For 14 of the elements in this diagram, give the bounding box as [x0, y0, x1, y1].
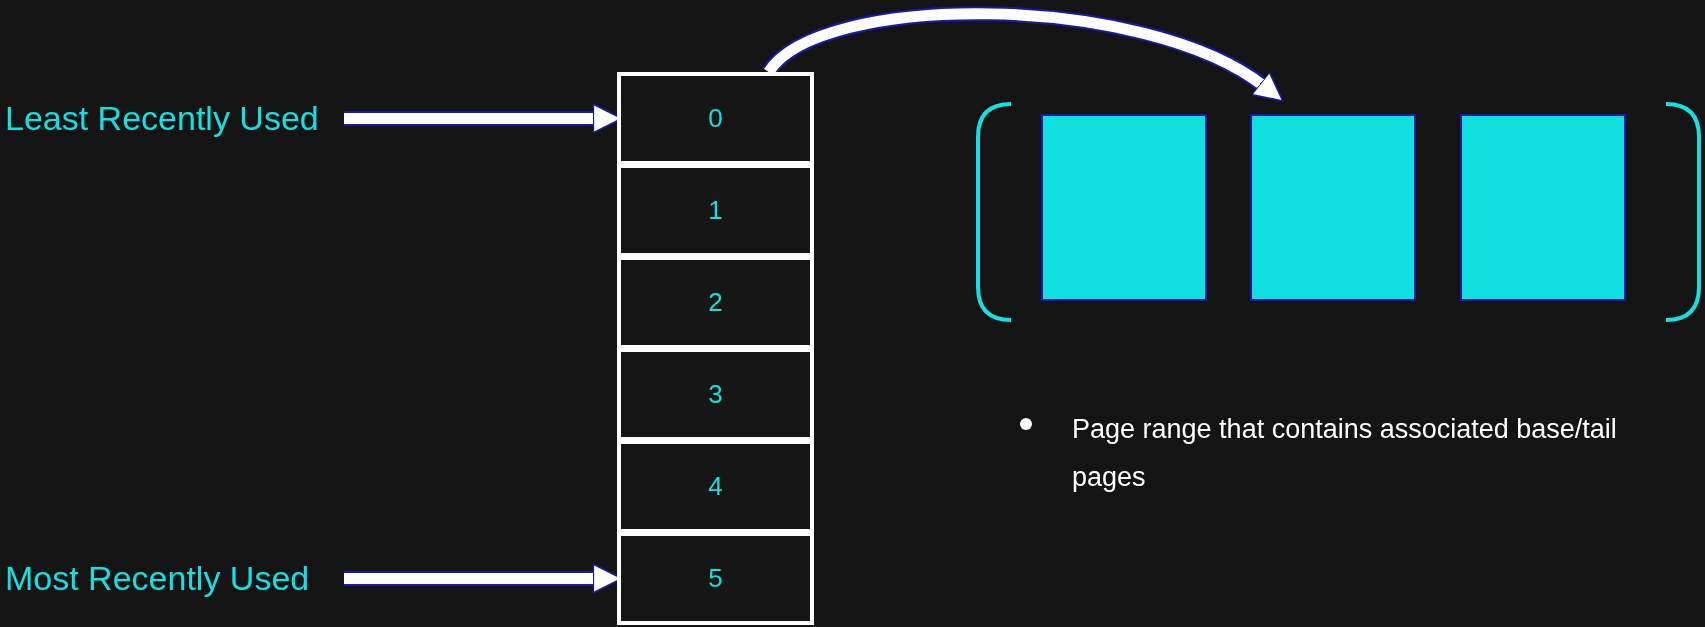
list-cell: 2: [617, 256, 814, 349]
page-square: [1250, 114, 1416, 301]
pointer-label: Most Recently Used: [0, 558, 344, 598]
list-cell: 5: [617, 532, 814, 625]
pointer-label: Least Recently Used: [0, 98, 344, 138]
list-cell: 1: [617, 164, 814, 257]
list-cell: 3: [617, 348, 814, 441]
page-square: [1460, 114, 1626, 301]
page-square: [1041, 114, 1207, 301]
list-cell: 0: [617, 72, 814, 165]
bullet-text: Page range that contains associated base/tail pages: [1072, 413, 1618, 494]
bracket-group: [975, 101, 1702, 323]
list-cell: 4: [617, 440, 814, 533]
arrow: [763, 6, 1286, 101]
